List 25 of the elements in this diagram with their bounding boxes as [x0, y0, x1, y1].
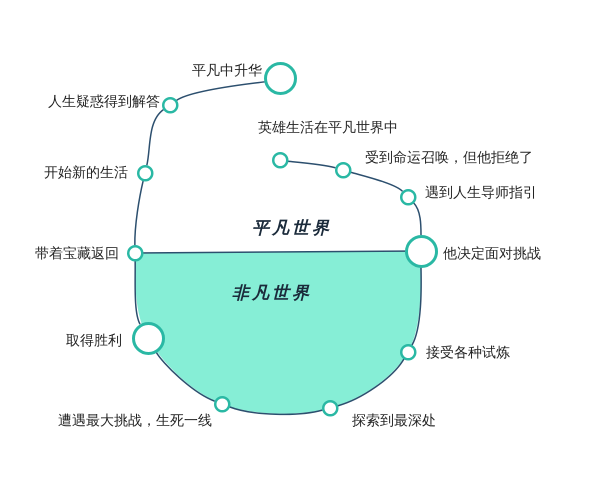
curve-line — [146, 109, 164, 166]
curve-line — [155, 351, 215, 402]
stage-label: 他决定面对挑战 — [443, 244, 541, 262]
curve-line — [350, 172, 403, 192]
stage-label: 探索到最深处 — [352, 411, 436, 429]
stage-label: 带着宝藏返回 — [35, 244, 119, 262]
curve-line — [229, 406, 322, 416]
stage-label: 遇到人生导师指引 — [425, 183, 537, 201]
stage-label: 受到命运召唤，但他拒绝了 — [365, 148, 533, 166]
stage-label: 开始新的生活 — [44, 163, 128, 181]
curve-line — [134, 261, 141, 324]
curve-line — [176, 81, 265, 102]
stage-label: 接受各种试炼 — [426, 343, 510, 361]
curve-line — [134, 180, 144, 245]
curve-line — [337, 358, 405, 407]
curve-line — [412, 202, 422, 235]
stage-label: 人生疑惑得到解答 — [48, 92, 160, 110]
stage-label: 遭遇最大挑战，生死一线 — [58, 411, 212, 429]
curve-line — [411, 267, 422, 346]
stage-label: 英雄生活在平凡世界中 — [258, 118, 398, 136]
curve-line — [288, 160, 336, 168]
region-label: 非凡世界 — [232, 282, 312, 304]
stage-label: 取得胜利 — [66, 331, 122, 349]
region-label: 平凡世界 — [252, 218, 332, 240]
stage-label: 平凡中升华 — [192, 61, 262, 79]
